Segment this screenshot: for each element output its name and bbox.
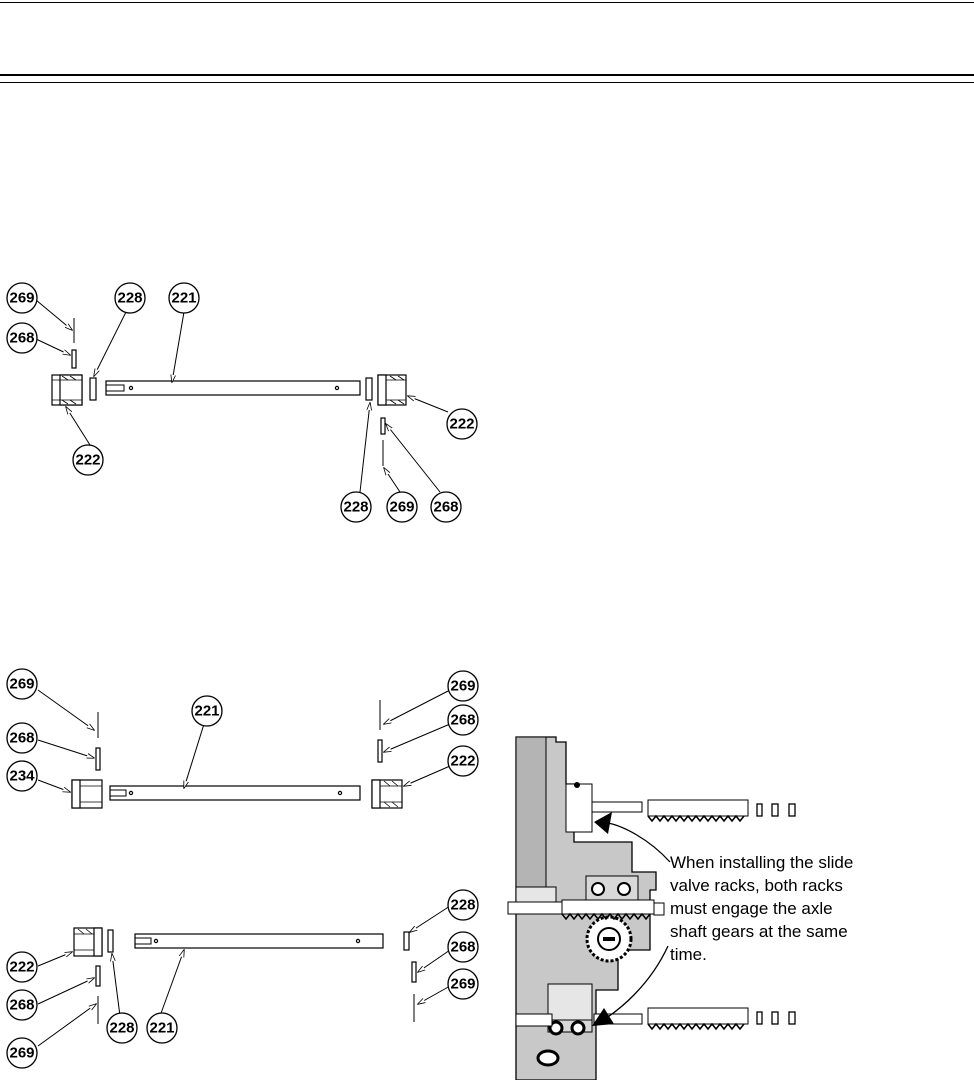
svg-text:228: 228	[117, 290, 142, 307]
callout-222-left-3: 222	[6, 951, 38, 983]
pin-268-left-2	[95, 747, 101, 771]
pin-268-right	[380, 417, 386, 435]
shaft-221-2	[109, 785, 361, 801]
note-line-4: shaft gears at the same	[670, 922, 848, 941]
collar-228-left-3	[107, 929, 114, 953]
bushing-222-left-3	[73, 927, 103, 957]
collar-228-right-3	[403, 931, 410, 951]
note-line-2: valve racks, both racks	[670, 876, 843, 895]
header-rule-thick	[0, 74, 974, 76]
callout-228-left-3: 228	[106, 1012, 138, 1044]
pin-268-right-2	[377, 739, 383, 763]
svg-text:268: 268	[433, 499, 458, 516]
callout-269-left-2: 269	[6, 668, 38, 700]
callout-268-left-2: 268	[6, 722, 38, 754]
callout-221-3: 221	[146, 1012, 178, 1044]
svg-text:269: 269	[9, 290, 34, 307]
callout-269-left-3: 269	[6, 1037, 38, 1069]
svg-text:268: 268	[9, 730, 34, 747]
callout-221-2: 221	[191, 695, 223, 727]
callout-268-right-2: 268	[447, 704, 479, 736]
pin-268-left	[71, 349, 77, 369]
callout-228-top: 228	[114, 282, 146, 314]
note-line-3: must engage the axle	[670, 899, 833, 918]
svg-text:268: 268	[450, 939, 475, 956]
collar-228-left	[89, 377, 97, 401]
callout-269-right-2: 269	[447, 670, 479, 702]
pin-268-right-3	[411, 961, 417, 983]
svg-text:234: 234	[9, 768, 35, 785]
callout-269-bottom: 269	[386, 491, 418, 523]
svg-text:269: 269	[450, 678, 475, 695]
callout-222-right-2: 222	[447, 745, 479, 777]
header-rule-thin	[0, 82, 974, 83]
upper-rack	[647, 799, 796, 823]
svg-text:228: 228	[343, 499, 368, 516]
svg-text:221: 221	[194, 703, 219, 720]
svg-text:268: 268	[9, 997, 34, 1014]
svg-text:269: 269	[9, 676, 34, 693]
lower-rack	[647, 1007, 796, 1031]
svg-text:268: 268	[9, 330, 34, 347]
bushing-222-right	[377, 374, 407, 406]
fitting-234	[71, 779, 103, 809]
shaft-221-3	[134, 933, 384, 949]
callout-228-bottom: 228	[340, 491, 372, 523]
svg-text:222: 222	[75, 452, 100, 469]
exploded-view-2: 269 221 269 268 268 234 222	[6, 668, 479, 809]
svg-text:222: 222	[9, 959, 34, 976]
svg-text:221: 221	[171, 290, 196, 307]
bushing-222-left	[51, 374, 83, 406]
callout-234: 234	[6, 760, 38, 792]
callout-268-right-3: 268	[447, 931, 479, 963]
svg-text:269: 269	[9, 1045, 34, 1062]
exploded-view-3: 228 222 268 268 269 228 221 269	[6, 889, 479, 1069]
callout-269-right-3: 269	[447, 968, 479, 1000]
callout-222-right: 222	[446, 408, 478, 440]
svg-text:222: 222	[450, 753, 475, 770]
callout-268-left-3: 268	[6, 989, 38, 1021]
svg-text:269: 269	[389, 499, 414, 516]
note-line-1: When installing the slide	[670, 853, 853, 872]
callout-222-left: 222	[72, 444, 104, 476]
callout-268-bottom: 268	[430, 491, 462, 523]
callout-269-top-left: 269	[6, 282, 38, 314]
svg-text:269: 269	[450, 976, 475, 993]
svg-text:228: 228	[109, 1020, 134, 1037]
exploded-view-1: 269 228 221 268 222 222 228 269 268	[6, 282, 478, 523]
pin-268-left-3	[95, 965, 101, 987]
collar-228-right	[365, 377, 373, 401]
installation-note: When installing the slide valve racks, b…	[670, 853, 853, 964]
svg-text:221: 221	[149, 1020, 174, 1037]
svg-text:268: 268	[450, 712, 475, 729]
shaft-221	[105, 380, 361, 396]
svg-text:228: 228	[450, 897, 475, 914]
callout-268-left: 268	[6, 322, 38, 354]
top-rule	[0, 2, 974, 3]
callout-221-top: 221	[168, 282, 200, 314]
bushing-222-right-2	[371, 779, 403, 809]
note-line-5: time.	[670, 945, 707, 964]
callout-228-right-3: 228	[447, 889, 479, 921]
slide-valve-installation-illustration	[507, 736, 796, 1080]
svg-text:222: 222	[449, 416, 474, 433]
